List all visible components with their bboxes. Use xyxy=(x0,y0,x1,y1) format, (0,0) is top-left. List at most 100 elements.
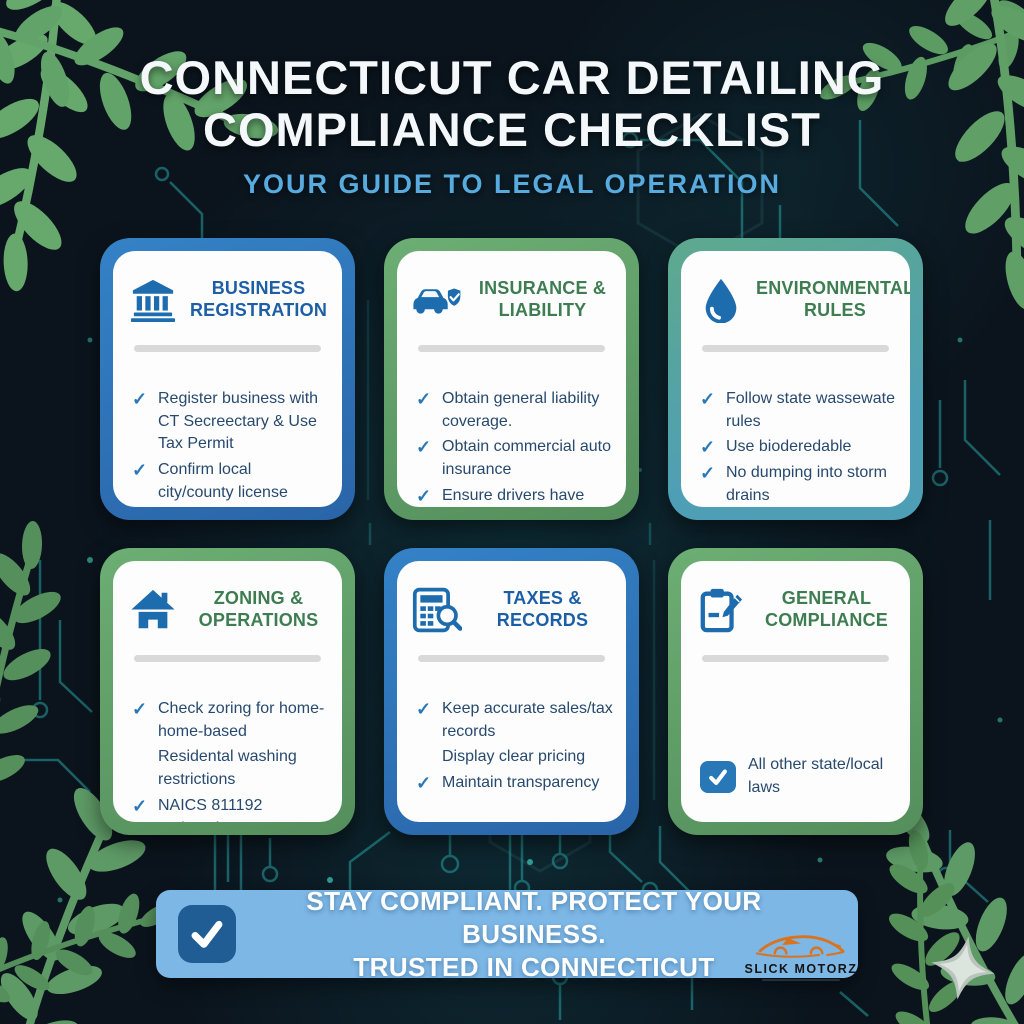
item-text: NAICS 811192 registration xyxy=(158,796,263,822)
check-icon: ✓ xyxy=(132,699,148,719)
banner-line1: STAY COMPLIANT. PROTECT YOUR BUSINESS. xyxy=(306,885,762,949)
card-taxes-records: TAXES & RECORDS ✓ Keep accurate sales/tax … xyxy=(384,548,639,835)
check-icon: ✓ xyxy=(416,699,432,719)
no-check-spacer xyxy=(132,746,150,791)
checklist-item: ✓ Confirm local city/county license xyxy=(132,459,329,504)
banner-line2: TRUSTED IN CONNECTICUT xyxy=(353,951,715,982)
card-insurance-liability: INSURANCE & LIABILITY ✓ Obtain general lia… xyxy=(384,238,639,520)
page-title: CONNECTICUT CAR DETAILING COMPLIANCE CHE… xyxy=(139,51,885,156)
check-icon: ✓ xyxy=(416,437,432,458)
card-body: GENERAL COMPLIANCE All other state/local … xyxy=(681,561,910,822)
check-icon: ✓ xyxy=(132,795,148,816)
checklist-item: ✓ No dumping into storm drains xyxy=(700,462,897,507)
card-divider xyxy=(134,345,321,352)
clipboard-pencil-icon xyxy=(694,585,748,635)
checklist: ✓ Follow state wassewate rules ✓ Use bioder… xyxy=(694,388,897,507)
item-text: Obtain general liability coverage. xyxy=(442,390,600,430)
logo-underline xyxy=(762,979,840,981)
check-badge-icon xyxy=(700,760,736,793)
checklist: All other state/local laws xyxy=(694,698,897,799)
sparkle-icon xyxy=(931,936,995,1000)
card-header: BUSINESS REGISTRATION xyxy=(126,271,329,329)
check-icon: ✓ xyxy=(700,463,716,484)
card-zoning-operations: ZONING & OPERATIONS ✓ Check zoring for hom… xyxy=(100,548,355,835)
checklist-item: ✓ Obtain general liability coverage. xyxy=(416,388,613,433)
card-title: ENVIRONMENTAL RULES xyxy=(756,278,910,320)
card-business-registration: BUSINESS REGISTRATION ✓ Register business … xyxy=(100,238,355,520)
no-check-spacer xyxy=(416,746,434,769)
footer-banner: STAY COMPLIANT. PROTECT YOUR BUSINESS. T… xyxy=(156,886,858,982)
checklist-item: ✓ Use bioderedable xyxy=(700,436,897,459)
logo-text: SLICK MOTORZ xyxy=(744,962,858,976)
item-text: Ensure drivers have valid CT licenses xyxy=(442,486,585,504)
bank-icon xyxy=(126,275,180,325)
card-body: ZONING & OPERATIONS ✓ Check zoring for hom… xyxy=(113,561,342,822)
item-text: Obtain commercial auto insurance xyxy=(442,438,611,479)
item-text: All other state/local laws xyxy=(748,756,884,796)
check-icon: ✓ xyxy=(416,389,432,409)
checklist-item: ✓ Obtain commercial auto insurance xyxy=(416,436,613,481)
item-text: Follow state wassewate rules xyxy=(726,390,895,430)
item-text: Use bioderedable xyxy=(726,438,852,456)
checklist-item: ✓ Keep accurate sales/tax records xyxy=(416,698,613,743)
card-body: BUSINESS REGISTRATION ✓ Register business … xyxy=(113,251,342,507)
card-title: GENERAL COMPLIANCE xyxy=(765,588,888,630)
card-divider xyxy=(418,655,605,662)
car-shield-icon xyxy=(410,275,464,325)
card-general-compliance: GENERAL COMPLIANCE All other state/local … xyxy=(668,548,923,835)
banner-text: STAY COMPLIANT. PROTECT YOUR BUSINESS. T… xyxy=(236,885,836,984)
checklist-item: Residental washing restrictions xyxy=(132,746,329,791)
car-logo-icon xyxy=(740,928,862,964)
item-text: No dumping into storm drains xyxy=(726,464,887,504)
check-icon: ✓ xyxy=(132,389,148,409)
check-icon: ✓ xyxy=(700,437,716,458)
card-title: ZONING & OPERATIONS xyxy=(198,588,319,630)
header: CONNECTICUT CAR DETAILING COMPLIANCE CHE… xyxy=(0,0,1024,200)
checklist-item: ✓ Check zoring for home- home-based xyxy=(132,698,329,743)
card-divider xyxy=(418,345,605,352)
checklist-item: ✓ Follow state wassewate rules xyxy=(700,388,897,433)
card-divider xyxy=(134,655,321,662)
card-title: INSURANCE & LIABILITY xyxy=(478,278,607,320)
card-divider xyxy=(702,655,889,662)
card-title: BUSINESS REGISTRATION xyxy=(189,278,328,320)
checklist-item: Display clear pricing xyxy=(416,746,613,769)
item-text: Display clear pricing xyxy=(442,748,586,766)
checklist-item: All other state/local laws xyxy=(700,754,897,799)
card-header: GENERAL COMPLIANCE xyxy=(694,581,897,639)
item-text: Maintain transparency xyxy=(442,774,600,792)
check-icon: ✓ xyxy=(700,389,716,409)
slick-motorz-logo: SLICK MOTORZ xyxy=(740,928,862,981)
card-header: INSURANCE & LIABILITY xyxy=(410,271,613,329)
checklist-item: ✓ Register business with CT Secreectary &… xyxy=(132,388,329,456)
check-icon: ✓ xyxy=(416,485,432,506)
checklist: ✓ Obtain general liability coverage. ✓ Obta… xyxy=(410,388,613,507)
card-header: TAXES & RECORDS xyxy=(410,581,613,639)
card-environmental-rules: ENVIRONMENTAL RULES ✓ Follow state wassewa… xyxy=(668,238,923,520)
check-icon xyxy=(178,905,236,963)
card-divider xyxy=(702,345,889,352)
card-title: TAXES & RECORDS xyxy=(496,588,589,630)
card-header: ZONING & OPERATIONS xyxy=(126,581,329,639)
card-header: ENVIRONMENTAL RULES xyxy=(694,271,910,329)
item-text: Check zoring for home- home-based xyxy=(158,700,325,740)
item-text: Register business with CT Secreectary & … xyxy=(158,390,319,453)
item-text: Keep accurate sales/tax records xyxy=(442,700,613,740)
item-text: Confirm local city/county license xyxy=(158,461,288,501)
card-body: TAXES & RECORDS ✓ Keep accurate sales/tax … xyxy=(397,561,626,822)
card-body: ENVIRONMENTAL RULES ✓ Follow state wassewa… xyxy=(681,251,910,507)
house-icon xyxy=(126,585,180,635)
check-icon: ✓ xyxy=(132,460,148,481)
card-body: INSURANCE & LIABILITY ✓ Obtain general lia… xyxy=(397,251,626,507)
checklist-item: ✓ Maintain transparency xyxy=(416,772,613,795)
check-icon: ✓ xyxy=(416,773,432,794)
checklist-item: ✓ NAICS 811192 registration xyxy=(132,795,329,822)
calculator-search-icon xyxy=(410,585,464,635)
water-drop-icon xyxy=(694,275,748,325)
item-text: Residental washing restrictions xyxy=(158,748,297,789)
page-subtitle: YOUR GUIDE TO LEGAL OPERATION xyxy=(242,169,782,200)
checklist: ✓ Register business with CT Secreectary &… xyxy=(126,388,329,507)
